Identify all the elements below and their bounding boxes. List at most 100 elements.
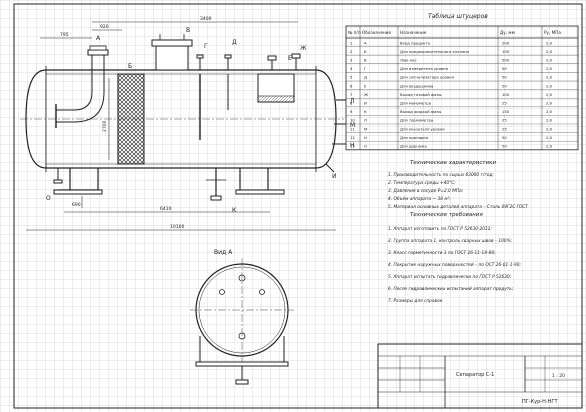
- table-cell: 5: [350, 75, 353, 80]
- list-item: 3. Класс герметичности 3 по ГОСТ 26-11-1…: [388, 250, 496, 256]
- table-cell: 2,0: [546, 118, 553, 123]
- table-cell: 2,0: [546, 92, 553, 97]
- nozzle-table-title: Таблица штуцеров: [428, 13, 488, 20]
- table-cell: Ж: [364, 92, 369, 97]
- table-cell: И: [364, 101, 367, 106]
- dim-10100: 10100: [170, 224, 184, 230]
- table-cell: Для сигнализатора уровня: [400, 75, 454, 80]
- list-item: 3. Давление в сосуде Р=2,0 МПа;: [388, 188, 464, 194]
- nozzle-label-d: Д: [232, 39, 237, 46]
- table-cell: 9: [350, 109, 353, 114]
- table-cell: 7: [350, 92, 353, 97]
- table-cell: Для пропарки: [400, 135, 429, 140]
- table-cell: 4: [350, 66, 353, 71]
- nozzle-label-n: Н: [350, 142, 355, 149]
- table-cell: 25: [502, 126, 507, 131]
- table-cell: Для манометра: [400, 101, 431, 106]
- table-cell: 3: [350, 58, 353, 63]
- table-cell: Для указателя уровня: [400, 126, 445, 131]
- table-header-cell: Обозначение: [362, 30, 391, 35]
- table-cell: Для предохранительного клапана: [400, 49, 469, 54]
- table-cell: 50: [502, 66, 507, 71]
- table-cell: 25: [502, 101, 507, 106]
- table-cell: 2,0: [546, 135, 553, 140]
- table-cell: 2,0: [546, 144, 553, 149]
- table-cell: 25: [502, 118, 507, 123]
- nozzle-label-i: И: [332, 173, 337, 180]
- table-cell: А: [364, 40, 367, 45]
- table-cell: Для термометра: [400, 118, 433, 123]
- drawing-frame: [13, 3, 583, 409]
- table-cell: 100: [502, 92, 510, 97]
- table-cell: В: [364, 58, 367, 63]
- table-cell: Д: [364, 75, 367, 80]
- table-cell: Вход продукта: [400, 40, 430, 45]
- table-cell: 2,0: [546, 75, 553, 80]
- table-cell: 8: [350, 101, 353, 106]
- list-item: 5. Аппарат испытать гидравлически по ГОС…: [388, 274, 512, 280]
- nozzle-label-m: М: [350, 122, 355, 129]
- table-cell: К: [364, 109, 367, 114]
- table-cell: Б: [364, 49, 367, 54]
- table-frame: [345, 25, 579, 151]
- table-cell: 1: [350, 40, 353, 45]
- table-cell: 11: [350, 126, 355, 131]
- nozzle-label-g: Г: [204, 43, 208, 50]
- table-cell: Л: [364, 118, 367, 123]
- list-item: 1. Производительность по сырью 63000 т/г…: [388, 172, 494, 178]
- table-cell: 2,0: [546, 101, 553, 106]
- table-cell: 2,0: [546, 126, 553, 131]
- table-cell: 200: [502, 40, 510, 45]
- nozzle-label-a: А: [96, 35, 101, 42]
- list-item: 2. Температура среды +40°С;: [388, 180, 456, 186]
- tech-specs-list: 1. Производительность по сырью 63000 т/г…: [388, 172, 528, 210]
- table-cell: Люк-лаз: [400, 58, 417, 63]
- title-block-scale: 1 : 20: [552, 373, 565, 379]
- dim-3400: 3400: [200, 16, 212, 22]
- vessel-main-view: [20, 21, 346, 231]
- table-cell: 2,0: [546, 66, 553, 71]
- view-a-drawing: [190, 258, 294, 385]
- table-cell: 12: [350, 135, 355, 140]
- table-cell: Е: [364, 83, 367, 88]
- dim-690: 690: [72, 202, 81, 208]
- list-item: 1. Аппарат изготовить по ГОСТ Р 52630-20…: [388, 226, 492, 232]
- list-item: 6. После гидравлических испытаний аппара…: [388, 286, 514, 292]
- table-header-cell: Ду, мм: [500, 30, 515, 35]
- dim-6410: 6410: [160, 206, 172, 212]
- table-cell: Для измерителя уровня: [400, 66, 448, 71]
- list-item: 2. Группа аппарата 1, контроль сварных ш…: [388, 238, 513, 244]
- document-code: ПГ-Кур-Н-НГТ: [522, 399, 558, 405]
- table-cell: 50: [502, 75, 507, 80]
- list-item: 5. Материал основных деталей аппарата – …: [388, 204, 528, 210]
- table-header-cell: № п/п: [348, 30, 361, 35]
- table-header-cell: Ру, МПа: [544, 30, 561, 35]
- table-cell: 2,0: [546, 83, 553, 88]
- dim-795: 795: [60, 32, 69, 38]
- dim-2700: 2700: [102, 120, 108, 132]
- table-cell: 100: [502, 49, 510, 54]
- tech-specs-title: Технические характеристики: [410, 160, 496, 166]
- table-cell: 6: [350, 83, 353, 88]
- table-cell: Г: [364, 66, 367, 71]
- nozzle-label-e: Е: [288, 55, 292, 62]
- table-cell: 2,0: [546, 49, 553, 54]
- table-cell: 500: [502, 58, 510, 63]
- title-block: [377, 343, 583, 409]
- table-cell: 13: [350, 144, 355, 149]
- table-cell: 10: [350, 118, 355, 123]
- table-cell: М: [364, 126, 367, 131]
- nozzle-label-k: К: [232, 207, 237, 214]
- list-item: 4. Покрытие наружных поверхностей – по О…: [388, 262, 522, 268]
- table-header-cell: Назначение: [400, 30, 427, 35]
- table-cell: 50: [502, 83, 507, 88]
- table-cell: Для воздушника: [400, 83, 433, 88]
- table-cell: 50: [502, 135, 507, 140]
- title-block-name: Сепаратор С-1: [456, 372, 494, 378]
- table-cell: Выход жидкой фазы: [400, 109, 441, 114]
- dim-920: 920: [100, 24, 109, 30]
- list-item: 7. Размеры для справок.: [388, 298, 444, 304]
- table-cell: 150: [502, 109, 510, 114]
